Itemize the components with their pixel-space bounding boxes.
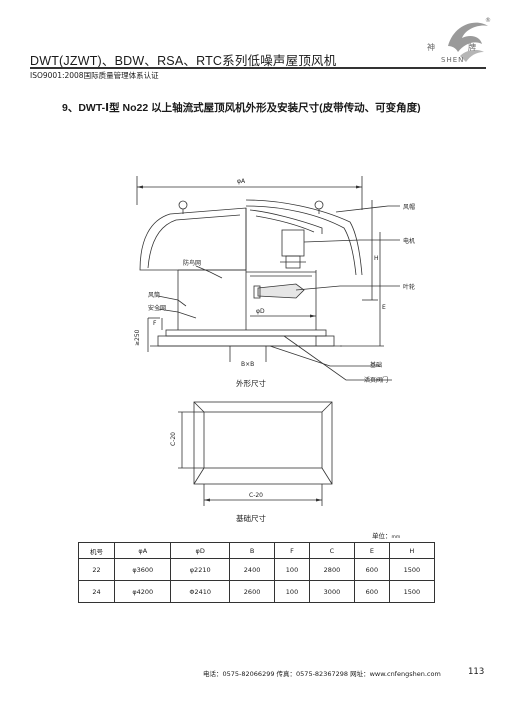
table-row: 24 φ4200 Φ2410 2600 100 3000 600 1500 — [77, 580, 436, 603]
table-cell: 100 — [274, 580, 310, 603]
table-cell: 100 — [274, 558, 310, 581]
th-phiD: φD — [170, 542, 230, 559]
footer-contact: 电话：0575-82066299 传真：0575-82367298 网址：www… — [203, 670, 441, 678]
leader-huoyefamen — [283, 335, 392, 381]
spec-table: 机号 φA φD B F C E H 22 φ3600 φ2210 2400 1… — [77, 542, 436, 603]
header-divider — [30, 67, 486, 69]
table-cell: 24 — [77, 580, 116, 603]
th-F: F — [274, 542, 310, 559]
label-huoyefamen: 活页阀门 — [364, 377, 389, 384]
label-dianji: 电机 — [403, 238, 416, 245]
table-cell: 3000 — [308, 580, 356, 603]
caption-foundation: 基础尺寸 — [236, 514, 266, 523]
catalog-subtitle: ISO9001:2008国际质量管理体系认证 — [30, 71, 159, 80]
leader-fengtong — [157, 295, 187, 307]
table-cell: 2400 — [228, 558, 276, 581]
table-cell: φ2210 — [170, 558, 230, 581]
section-title: 9、DWT-Ⅰ型 No22 以上轴流式屋顶风机外形及安装尺寸(皮带传动、可变角度… — [62, 102, 421, 114]
leader-jichu — [269, 345, 380, 367]
label-base-c20-side: C-20 — [170, 432, 177, 446]
label-F: F — [153, 320, 157, 327]
table-cell: 22 — [77, 558, 116, 581]
leader-yelun — [295, 285, 400, 291]
label-anquanwang: 安全网 — [148, 305, 167, 312]
label-jichu: 基础 — [370, 362, 383, 369]
th-E: E — [354, 542, 390, 559]
th-phiA: φA — [114, 542, 172, 559]
foundation-inner — [203, 411, 323, 469]
label-fengmao: 风帽 — [403, 204, 416, 211]
logo-brand: SHEN — [441, 56, 465, 64]
table-cell: φ3600 — [114, 558, 172, 581]
label-yelun: 叶轮 — [403, 284, 416, 291]
unit-label: 单位：mm — [372, 532, 401, 540]
th-H: H — [388, 542, 436, 559]
catalog-title: DWT(JZWT)、BDW、RSA、RTC系列低噪声屋顶风机 — [30, 54, 337, 68]
label-fangniaowang: 防鸟网 — [183, 260, 202, 267]
table-cell: 2800 — [308, 558, 356, 581]
table-cell: φ4200 — [114, 580, 172, 603]
logo-char-left: 神 — [427, 43, 435, 52]
table-cell: 1500 — [388, 558, 436, 581]
caption-outline: 外形尺寸 — [236, 379, 266, 388]
logo-registered-mark: ® — [485, 17, 491, 24]
table-cell: Φ2410 — [170, 580, 230, 603]
hood-right-section — [245, 199, 363, 276]
hood-left — [139, 207, 247, 271]
label-fengtong: 风筒 — [148, 292, 161, 299]
label-phiA: φA — [237, 178, 246, 185]
label-phiD: φD — [256, 308, 265, 315]
leader-fengmao — [335, 205, 400, 213]
logo-char-right: 牌 — [468, 43, 476, 52]
unit-value: mm — [391, 535, 401, 540]
label-E: E — [382, 304, 386, 311]
table-cell: 600 — [354, 580, 390, 603]
table-row: 22 φ3600 φ2210 2400 100 2800 600 1500 — [77, 558, 436, 581]
impeller-blade — [257, 283, 305, 299]
th-C: C — [308, 542, 356, 559]
th-B: B — [228, 542, 276, 559]
table-cell: 1500 — [388, 580, 436, 603]
table-cell: 600 — [354, 558, 390, 581]
label-H: H — [374, 255, 379, 262]
foundation-outer — [193, 401, 333, 485]
table-cell: 2600 — [228, 580, 276, 603]
label-BxB: B×B — [241, 361, 255, 368]
page-number: 113 — [468, 667, 485, 677]
leader-dianji — [303, 239, 400, 243]
leader-fangniaowang — [195, 265, 223, 279]
label-base-c20-bottom: C-20 — [249, 492, 263, 499]
leader-anquanwang — [157, 308, 197, 319]
shen-logo-icon — [448, 22, 488, 62]
th-model: 机号 — [77, 542, 116, 559]
table-header-row: 机号 φA φD B F C E H — [77, 542, 436, 559]
